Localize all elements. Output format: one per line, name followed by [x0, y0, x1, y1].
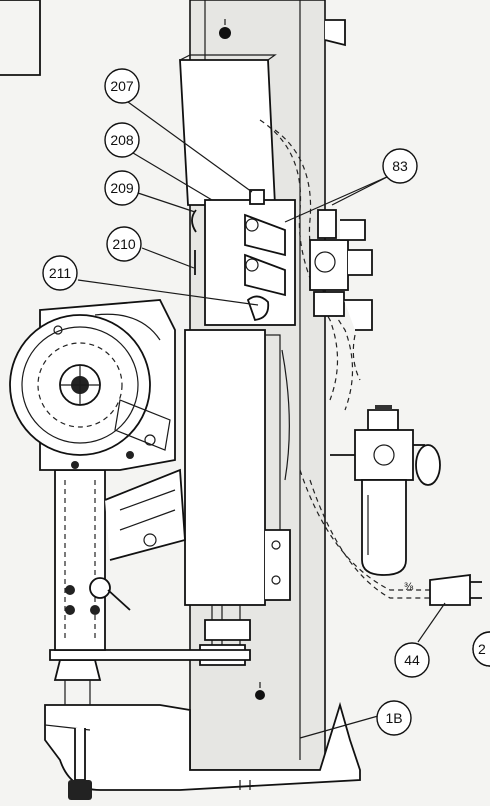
- callout-label: 209: [110, 180, 134, 196]
- callout-83: 83: [382, 148, 418, 184]
- press-arm: [49, 468, 251, 661]
- callout-label: 83: [392, 158, 408, 174]
- callout-2-partial: 2: [472, 631, 490, 667]
- callout-208: 208: [104, 122, 140, 158]
- callout-44: 44: [394, 642, 430, 678]
- upper-cylinder: [179, 54, 354, 411]
- callout-label: 2: [478, 641, 486, 657]
- hose-size-mark: ⅜: [404, 581, 414, 593]
- callout-label: 211: [49, 265, 72, 281]
- callout-207: 207: [104, 68, 140, 104]
- machine-base: [44, 659, 361, 800]
- lower-cabinet: [184, 329, 291, 606]
- leader-lines: [77, 101, 446, 739]
- callout-label: 44: [404, 652, 420, 668]
- filter-regulator: [299, 405, 441, 599]
- power-plug: [429, 573, 482, 606]
- callout-label: 208: [110, 132, 134, 148]
- callout-211: 211: [42, 255, 78, 291]
- pneumatic-fittings: [309, 209, 373, 381]
- callout-209: 209: [104, 170, 140, 206]
- callout-label: 1B: [385, 710, 402, 726]
- callout-label: 207: [110, 78, 134, 94]
- callout-210: 210: [106, 226, 142, 262]
- valve-block: [191, 189, 296, 326]
- wheel-assembly: [9, 299, 176, 471]
- callout-1b: 1B: [376, 700, 412, 736]
- callout-label: 210: [112, 236, 136, 252]
- corner-box: [0, 0, 41, 76]
